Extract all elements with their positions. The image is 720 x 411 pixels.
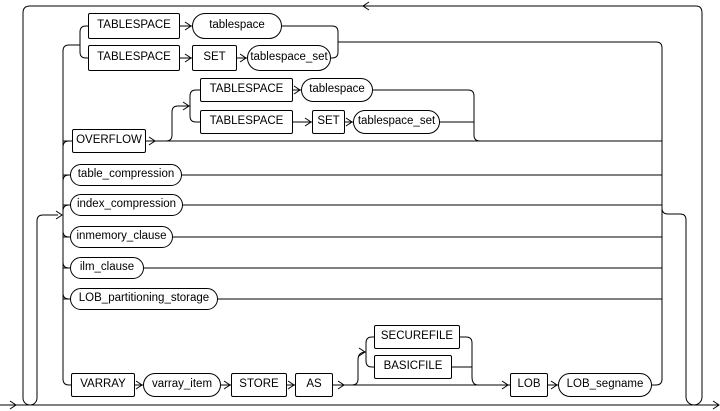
operand-inmemory-clause: inmemory_clause — [70, 226, 173, 248]
arrowhead-icons — [9, 1, 720, 410]
row-tablespace-set — [88, 42, 339, 59]
keyword-as: AS — [295, 373, 333, 397]
operand-lob-partitioning-storage: LOB_partitioning_storage — [70, 288, 218, 310]
keyword-store: STORE — [231, 373, 287, 397]
overflow-row-a — [196, 89, 481, 142]
overflow-sub-entry — [165, 105, 190, 142]
operand-tablespace-set-2: tablespace_set — [353, 110, 440, 134]
keyword-tablespace-2: TABLESPACE — [88, 45, 180, 71]
loop-line — [22, 5, 703, 406]
tablespace-choice-rail — [79, 25, 88, 59]
keyword-tablespace-1: TABLESPACE — [88, 13, 180, 39]
file-sub-rail — [365, 336, 374, 368]
operand-tablespace-1: tablespace — [192, 13, 282, 39]
operand-tablespace-2: tablespace — [301, 78, 373, 102]
keyword-overflow: OVERFLOW — [72, 129, 146, 153]
keyword-basicfile: BASICFILE — [374, 355, 452, 379]
file-sub-entry — [351, 351, 367, 386]
operand-index-compression: index_compression — [70, 194, 183, 216]
branch-rail-top-curve — [62, 44, 80, 52]
securefile-rejoin — [460, 336, 479, 386]
merge-rail-right — [338, 41, 663, 386]
row-tablespace — [88, 25, 339, 42]
keyword-securefile: SECUREFILE — [374, 325, 460, 349]
operand-tablespace-set-1: tablespace_set — [247, 45, 331, 71]
overflow-sub-rail — [189, 89, 200, 123]
operand-lob-segname: LOB_segname — [558, 373, 652, 397]
keyword-varray: VARRAY — [71, 373, 135, 397]
keyword-set-1: SET — [192, 45, 237, 71]
keyword-tablespace-3: TABLESPACE — [200, 78, 293, 102]
operand-table-compression: table_compression — [70, 164, 182, 186]
branch-rail-bottom-curve — [62, 378, 70, 386]
operand-ilm-clause: ilm_clause — [70, 257, 144, 279]
keyword-tablespace-4: TABLESPACE — [200, 110, 293, 134]
branch-rail-elbows — [62, 140, 70, 300]
operand-varray-item: varray_item — [143, 373, 221, 397]
keyword-lob: LOB — [510, 373, 548, 397]
keyword-set-2: SET — [312, 110, 345, 134]
